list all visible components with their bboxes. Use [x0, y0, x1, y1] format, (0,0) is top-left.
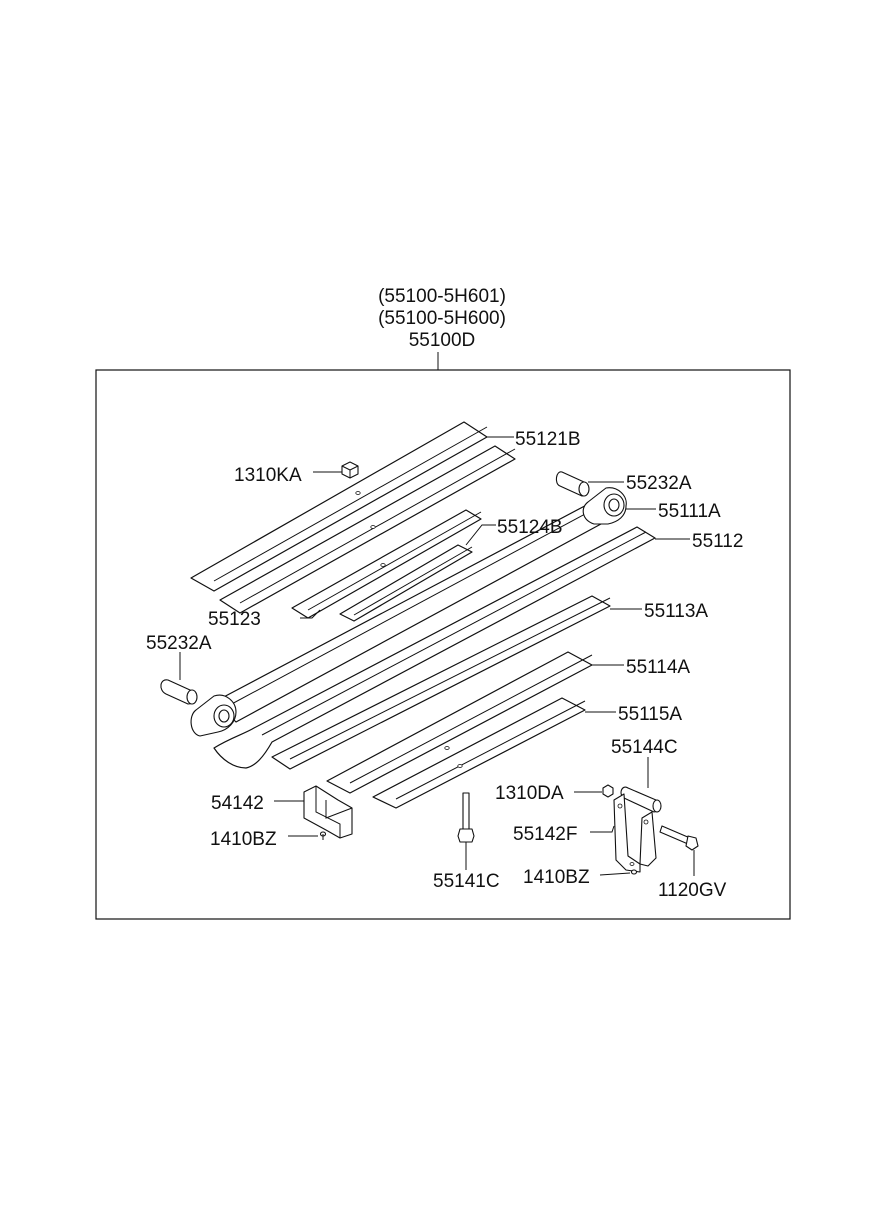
assembly-number-2: (55100-5H600)	[378, 308, 506, 329]
label-55123: 55123	[208, 609, 261, 630]
diagram-frame	[95, 369, 791, 920]
label-55144c: 55144C	[611, 737, 678, 758]
eye-left	[190, 694, 237, 737]
label-1410bz-right: 1410BZ	[523, 867, 590, 888]
pin-55144c	[620, 786, 662, 813]
label-1410bz-left: 1410BZ	[210, 829, 277, 850]
assembly-number-3: 55100D	[409, 330, 476, 351]
label-55141c: 55141C	[433, 871, 500, 892]
label-55121b: 55121B	[515, 429, 581, 450]
bolt-1410bz-right	[630, 869, 638, 875]
label-55115a: 55115A	[618, 704, 682, 725]
label-55142f: 55142F	[513, 824, 577, 845]
shackle-55142f	[613, 793, 657, 873]
label-54142: 54142	[211, 793, 264, 814]
label-55112: 55112	[692, 531, 743, 552]
bolt-1120gv	[659, 825, 699, 851]
eye-right	[582, 487, 627, 525]
bolt-1410bz-left	[319, 831, 327, 840]
leaf-55115a	[372, 697, 586, 809]
part-labels: 55121B 1310KA 55232A 55111A 55124B 55112…	[146, 429, 743, 901]
nut-1310da	[602, 784, 614, 798]
assembly-header: (55100-5H601) (55100-5H600) 55100D	[378, 286, 506, 370]
label-55124b: 55124B	[497, 517, 563, 538]
bushing-left	[160, 679, 198, 705]
nut-1310ka	[341, 461, 359, 479]
label-55114a: 55114A	[626, 657, 690, 678]
label-1310ka: 1310KA	[234, 465, 302, 486]
clip-54142	[303, 785, 353, 839]
leader-lines	[179, 436, 695, 876]
bushing-right	[555, 471, 590, 497]
label-55232a-right: 55232A	[626, 473, 692, 494]
bolt-55141c	[457, 792, 475, 848]
label-1120gv: 1120GV	[658, 880, 727, 901]
label-1310da: 1310DA	[495, 783, 564, 804]
label-55111a: 55111A	[658, 501, 721, 522]
label-55113a: 55113A	[644, 601, 708, 622]
label-55232a-left: 55232A	[146, 633, 212, 654]
leaf-second	[219, 445, 516, 614]
assembly-number-1: (55100-5H601)	[378, 286, 506, 307]
